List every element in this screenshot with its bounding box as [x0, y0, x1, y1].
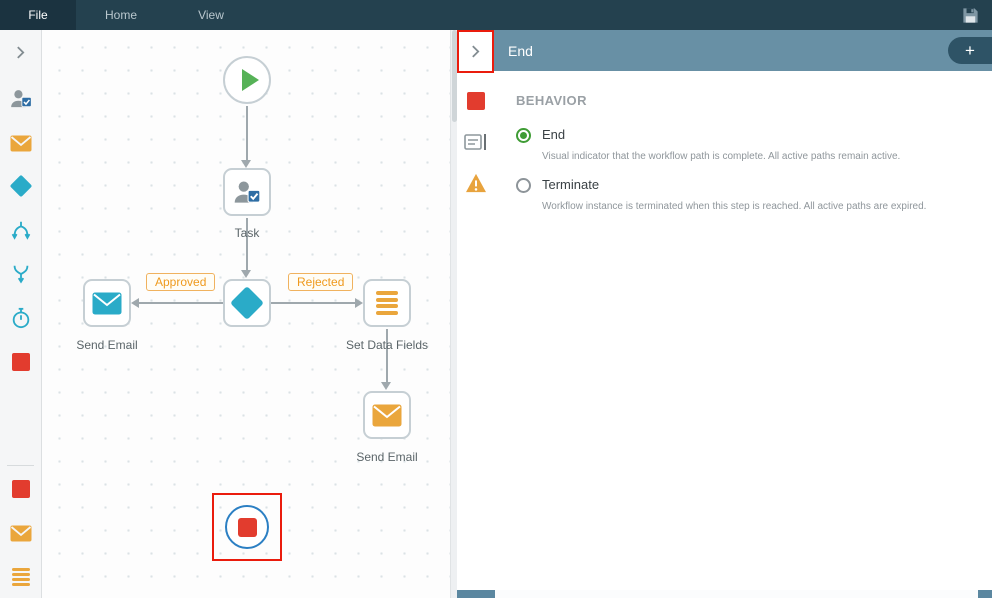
panel-main: End + BEHAVIOR End Visual indicator that…: [494, 30, 992, 598]
toolbox-recent-set-data-fields[interactable]: [0, 562, 41, 592]
list-bars-icon: [11, 568, 30, 586]
user-task-icon: [234, 180, 261, 203]
end-square-icon: [11, 353, 30, 371]
set-data-fields-label: Set Data Fields: [345, 338, 429, 352]
panel-header: End +: [494, 30, 992, 71]
floppy-disk-icon: [963, 7, 978, 23]
arrowhead-down-icon: [241, 160, 251, 168]
option-terminate-description: Workflow instance is terminated when thi…: [542, 201, 927, 212]
edge-label-approved[interactable]: Approved: [146, 273, 216, 291]
menu-tab-home[interactable]: Home: [104, 8, 137, 22]
task-node-label: Task: [234, 226, 260, 240]
toolbox-recent-end[interactable]: [0, 474, 41, 504]
play-icon: [241, 69, 259, 91]
diamond-icon: [9, 174, 32, 198]
task-node[interactable]: [223, 168, 271, 216]
menu-tab-file[interactable]: File: [0, 0, 76, 30]
diamond-icon: [230, 286, 264, 320]
properties-panel-icon: [463, 134, 486, 150]
merge-paths-icon: [13, 265, 28, 284]
edge-start-task: [246, 106, 248, 162]
option-end-label: End: [542, 127, 566, 142]
end-square-icon: [237, 517, 257, 537]
radio-terminate[interactable]: [516, 178, 531, 193]
end-square-icon: [466, 92, 485, 110]
arrowhead-down-icon: [241, 270, 251, 278]
send-email-node-left[interactable]: [83, 279, 131, 327]
edge-setdatafields-sendemail: [386, 329, 388, 383]
edge-decision-sendemail: [138, 302, 223, 304]
toolbox-recent-send-email[interactable]: [0, 518, 41, 548]
end-square-icon: [11, 480, 30, 498]
edge-decision-setdatafields: [271, 302, 356, 304]
radio-end[interactable]: [516, 128, 531, 143]
set-data-fields-node[interactable]: [363, 279, 411, 327]
list-bars-icon: [376, 291, 398, 315]
end-node[interactable]: [225, 505, 269, 549]
plus-icon: +: [965, 41, 975, 60]
save-button[interactable]: [961, 0, 980, 30]
panel-body: BEHAVIOR End Visual indicator that the w…: [494, 71, 992, 598]
toolbox-expand-button[interactable]: [0, 37, 41, 67]
toolbox-item-merge-paths[interactable]: [0, 259, 41, 289]
warning-icon: [465, 173, 486, 193]
toolbox-item-split-paths[interactable]: [0, 215, 41, 245]
panel-horizontal-scrollbar-thumb[interactable]: [495, 590, 978, 598]
envelope-icon: [10, 135, 31, 151]
panel-horizontal-scrollbar[interactable]: [457, 590, 992, 598]
envelope-icon: [92, 292, 122, 314]
panel-tab-end-step[interactable]: [462, 88, 490, 114]
menu-tab-view[interactable]: View: [198, 8, 224, 22]
option-end-text: End Visual indicator that the workflow p…: [542, 127, 900, 164]
chevron-right-icon: [472, 45, 480, 58]
send-email-left-label: Send Email: [76, 338, 138, 352]
option-terminate-label: Terminate: [542, 177, 600, 192]
panel-title: End: [508, 42, 533, 59]
panel-tab-properties[interactable]: [462, 129, 490, 155]
main-row: Approved Rejected Task: [0, 30, 992, 598]
toolbox-item-end[interactable]: [0, 347, 41, 377]
add-step-button[interactable]: +: [948, 37, 992, 64]
topbar-spacer: [256, 0, 961, 30]
menu-bar: File Home View: [0, 0, 992, 30]
envelope-icon: [10, 525, 31, 541]
panel-tab-warnings[interactable]: [462, 170, 490, 196]
properties-panel: End + BEHAVIOR End Visual indicator that…: [457, 30, 992, 598]
split-paths-icon: [11, 221, 30, 240]
envelope-icon: [372, 404, 402, 426]
arrowhead-left-icon: [131, 298, 139, 308]
start-node[interactable]: [223, 56, 271, 104]
send-email-bottom-label: Send Email: [356, 450, 418, 464]
behavior-section-title: BEHAVIOR: [516, 93, 587, 108]
decision-node[interactable]: [223, 279, 271, 327]
arrowhead-right-icon: [355, 298, 363, 308]
toolbox-item-timer[interactable]: [0, 303, 41, 333]
option-end-description: Visual indicator that the workflow path …: [542, 151, 901, 162]
option-terminate-text: Terminate Workflow instance is terminate…: [542, 177, 926, 214]
behavior-option-end: End Visual indicator that the workflow p…: [516, 127, 992, 164]
canvas-scrollbar[interactable]: [450, 30, 457, 598]
user-task-icon: [10, 90, 32, 108]
workflow-canvas[interactable]: Approved Rejected Task: [42, 30, 450, 598]
toolbox-item-task[interactable]: [0, 84, 41, 114]
chevron-right-icon: [17, 45, 25, 59]
edge-task-decision: [246, 218, 248, 271]
toolbox-sidebar: [0, 30, 42, 598]
panel-collapse-button[interactable]: [457, 30, 494, 73]
panel-tab-strip: [457, 30, 494, 598]
toolbox-item-decision[interactable]: [0, 171, 41, 201]
behavior-option-terminate: Terminate Workflow instance is terminate…: [516, 177, 992, 214]
edge-label-rejected[interactable]: Rejected: [288, 273, 354, 291]
timer-icon: [12, 307, 29, 329]
send-email-node-bottom[interactable]: [363, 391, 411, 439]
canvas-scrollbar-thumb[interactable]: [452, 30, 457, 122]
arrowhead-down-icon: [381, 382, 391, 390]
toolbox-item-send-email[interactable]: [0, 128, 41, 158]
toolbox-divider: [7, 465, 34, 466]
